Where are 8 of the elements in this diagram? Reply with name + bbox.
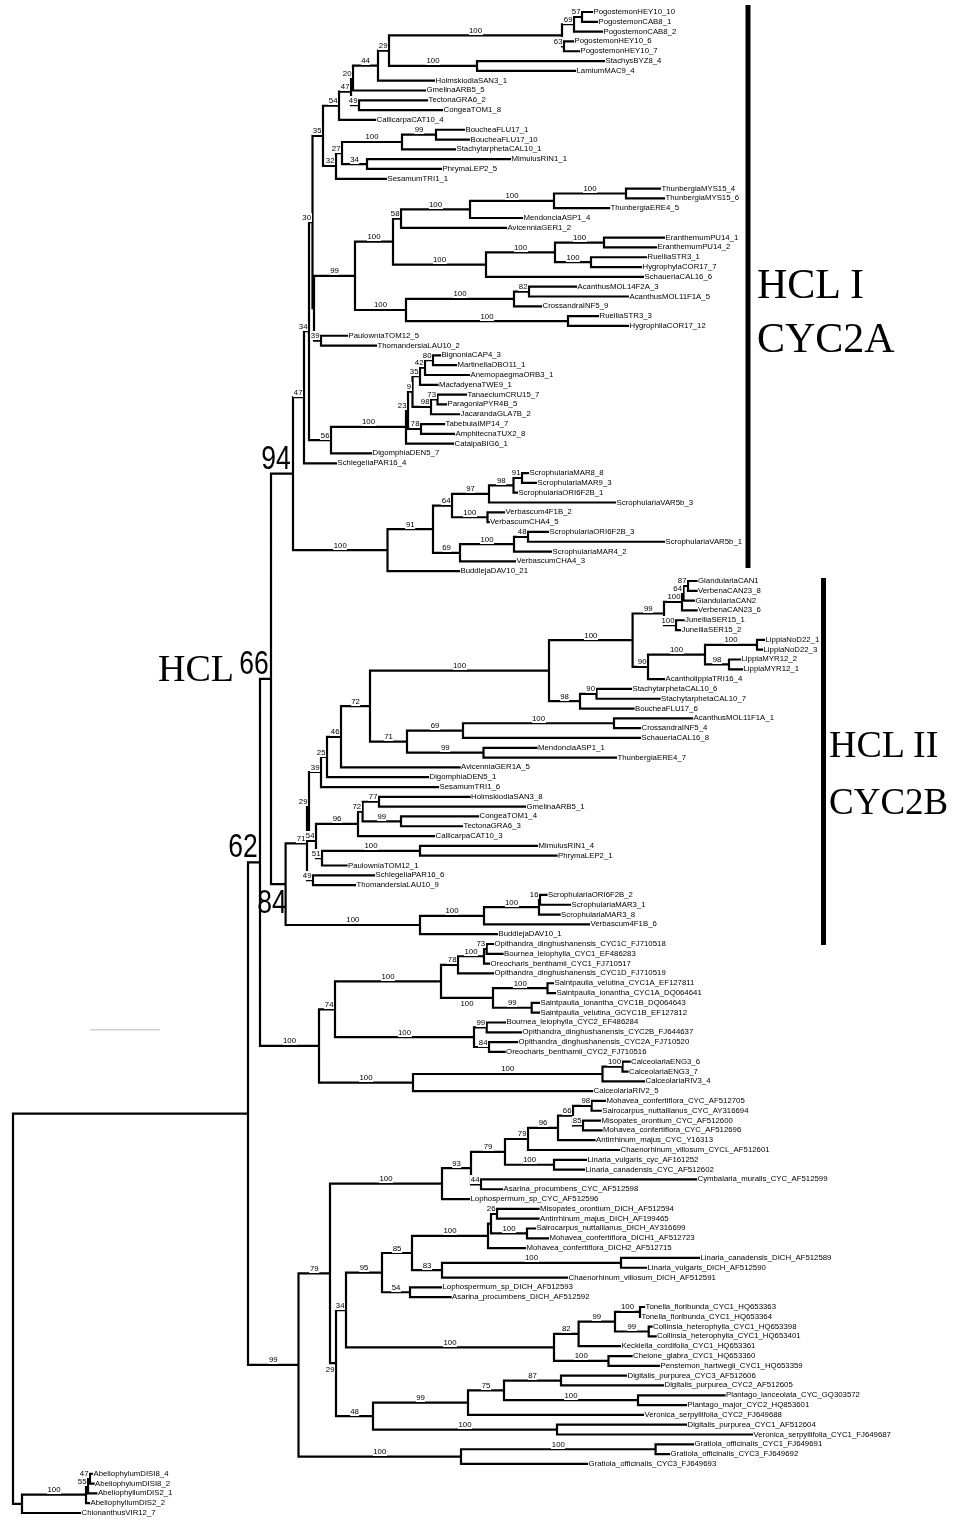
support-value: 94	[261, 440, 291, 473]
support-value: 66	[239, 645, 269, 678]
support-value: 62	[228, 829, 258, 862]
clade-label: HCL II	[829, 722, 939, 766]
clade-label: CYC2B	[829, 780, 949, 824]
clade-label: HCL	[158, 646, 234, 690]
clade-label: CYC2A	[757, 316, 895, 360]
clade-label: HCL I	[757, 262, 864, 306]
